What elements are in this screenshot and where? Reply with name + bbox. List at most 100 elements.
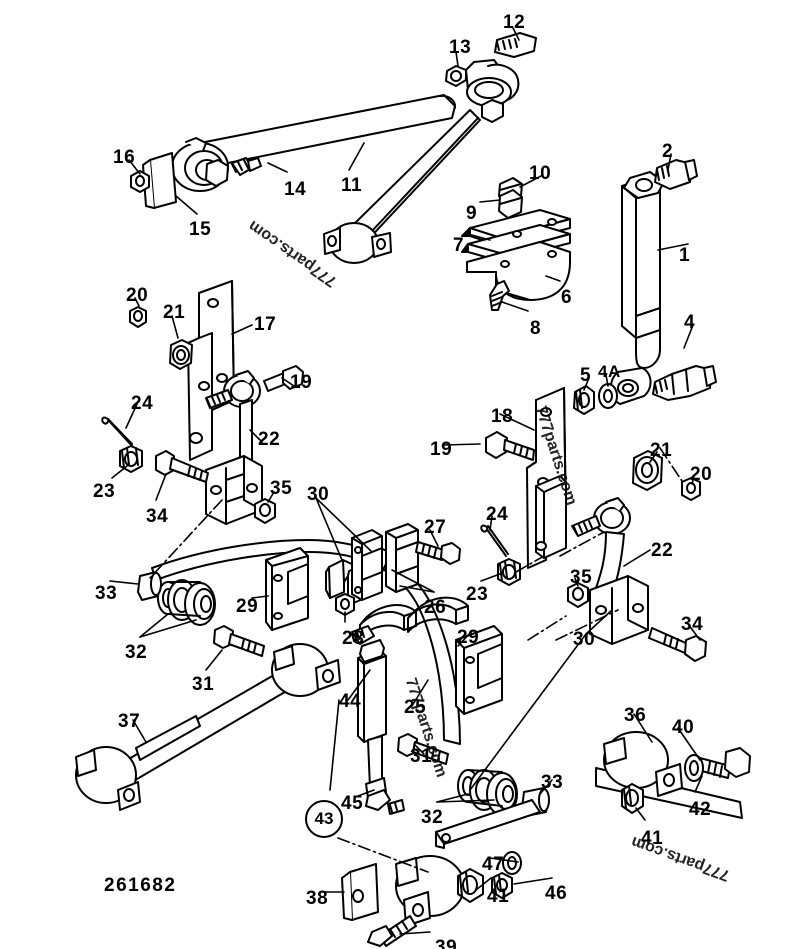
callout-23: 23 bbox=[93, 481, 116, 502]
circled-callout-43: 43 bbox=[305, 800, 343, 838]
callout-30: 30 bbox=[307, 484, 330, 505]
callout-31: 31 bbox=[192, 674, 215, 695]
part-25-stabilizer-bar bbox=[151, 539, 461, 745]
callout-12: 12 bbox=[503, 12, 526, 33]
callout-11: 11 bbox=[341, 175, 363, 196]
callout-4a: 4A bbox=[598, 362, 621, 381]
callout-22: 22 bbox=[258, 429, 281, 450]
part-17-bracket bbox=[187, 280, 235, 461]
callout-36: 36 bbox=[624, 705, 647, 726]
part-29-bracket-right bbox=[455, 625, 503, 715]
part-8-bolt bbox=[489, 280, 510, 311]
callout-41: 41 bbox=[641, 828, 664, 849]
callout-39: 39 bbox=[435, 937, 458, 949]
part-46-nut bbox=[491, 872, 513, 899]
callout-1: 1 bbox=[679, 245, 691, 266]
part-47-washer bbox=[502, 851, 522, 875]
lower-clevis-right bbox=[589, 575, 649, 645]
drawing-number: 261682 bbox=[104, 875, 177, 896]
callout-42: 42 bbox=[689, 799, 712, 820]
callout-19: 19 bbox=[430, 439, 453, 460]
part-20-nut-left bbox=[129, 306, 147, 328]
rod-bushing-left bbox=[171, 137, 229, 192]
part-34-bolt-left bbox=[155, 450, 209, 483]
callout-35: 35 bbox=[270, 478, 293, 499]
part-4-pin bbox=[652, 365, 717, 401]
part-32-bushings-left bbox=[157, 579, 216, 626]
callout-24: 24 bbox=[486, 504, 509, 525]
callout-17: 17 bbox=[254, 314, 277, 335]
part-31-bolt-right bbox=[397, 733, 449, 765]
part-7-shims bbox=[461, 209, 571, 262]
part-26-clamp-b bbox=[385, 523, 419, 593]
part-34-bolt-right bbox=[648, 627, 707, 662]
callout-44: 44 bbox=[339, 691, 362, 712]
callout-14: 14 bbox=[284, 179, 307, 200]
callout-21: 21 bbox=[163, 302, 186, 323]
callout-20: 20 bbox=[690, 464, 713, 485]
part-22-link-right bbox=[571, 497, 631, 595]
part-31-bolt-left bbox=[213, 625, 265, 657]
part-38-block bbox=[341, 863, 379, 921]
part-28-nut bbox=[335, 593, 355, 616]
callout-9: 9 bbox=[466, 203, 478, 224]
part-14-bolt bbox=[231, 157, 262, 176]
part-21-bushing-right bbox=[632, 450, 663, 491]
callout-33: 33 bbox=[541, 772, 564, 793]
part-26-clamp-a bbox=[351, 529, 383, 601]
callout-37: 37 bbox=[118, 711, 141, 732]
part-4A-washer bbox=[598, 383, 618, 409]
callout-18: 18 bbox=[491, 406, 514, 427]
callout-25: 25 bbox=[404, 697, 427, 718]
part-42-washer bbox=[684, 754, 704, 782]
callout-38: 38 bbox=[306, 888, 329, 909]
callout-31: 31 bbox=[410, 746, 433, 767]
part-13-nut bbox=[445, 65, 467, 87]
callout-32: 32 bbox=[421, 807, 444, 828]
callout-29: 29 bbox=[236, 596, 259, 617]
part-23-nut-right bbox=[497, 558, 521, 586]
lower-clevis-left bbox=[205, 455, 263, 525]
callout-6: 6 bbox=[561, 287, 573, 308]
v-rod-bushing-lower bbox=[323, 222, 392, 264]
callout-5: 5 bbox=[580, 365, 592, 386]
lower-tie-link bbox=[435, 799, 541, 849]
part-24-cotter-pin-right bbox=[480, 524, 509, 557]
part-37-trailing-arm bbox=[75, 643, 341, 811]
part-36-arm-right bbox=[595, 731, 743, 819]
part-9-fitting bbox=[498, 189, 523, 219]
callout-47: 47 bbox=[482, 854, 505, 875]
callout-20: 20 bbox=[126, 285, 149, 306]
part-18-bracket bbox=[526, 387, 567, 569]
part-41-nut-bottom bbox=[457, 868, 484, 903]
callout-15: 15 bbox=[189, 219, 212, 240]
part-44-45-gas-strut bbox=[351, 625, 405, 815]
part-20-nut-right bbox=[681, 477, 701, 501]
part-33-sleeve-left bbox=[137, 571, 162, 601]
callout-24: 24 bbox=[131, 393, 154, 414]
part-27-bolt bbox=[415, 541, 461, 565]
callout-34: 34 bbox=[681, 614, 704, 635]
callout-13: 13 bbox=[449, 37, 472, 58]
callout-22: 22 bbox=[651, 540, 674, 561]
callout-40: 40 bbox=[672, 717, 695, 738]
callout-21: 21 bbox=[650, 440, 673, 461]
callout-28: 28 bbox=[342, 628, 365, 649]
part-30-saddle-bottom-b bbox=[407, 596, 469, 633]
callout-16: 16 bbox=[113, 147, 136, 168]
part-29-bracket-left bbox=[265, 547, 309, 631]
part-41-nut-right-upper bbox=[621, 783, 644, 814]
part-24-cotter-pin-left bbox=[101, 416, 134, 448]
callout-10: 10 bbox=[529, 163, 552, 184]
callout-7: 7 bbox=[453, 235, 465, 256]
callout-27: 27 bbox=[424, 517, 447, 538]
callout-26: 26 bbox=[424, 597, 447, 618]
part-12-stud bbox=[494, 32, 537, 58]
part-19-bolt-right bbox=[485, 431, 535, 461]
track-rod-joint bbox=[465, 59, 520, 123]
callout-29: 29 bbox=[457, 627, 480, 648]
part-40-bolt bbox=[697, 747, 751, 779]
part-16-nut bbox=[130, 170, 150, 193]
bottom-bushing-assembly bbox=[367, 855, 465, 947]
